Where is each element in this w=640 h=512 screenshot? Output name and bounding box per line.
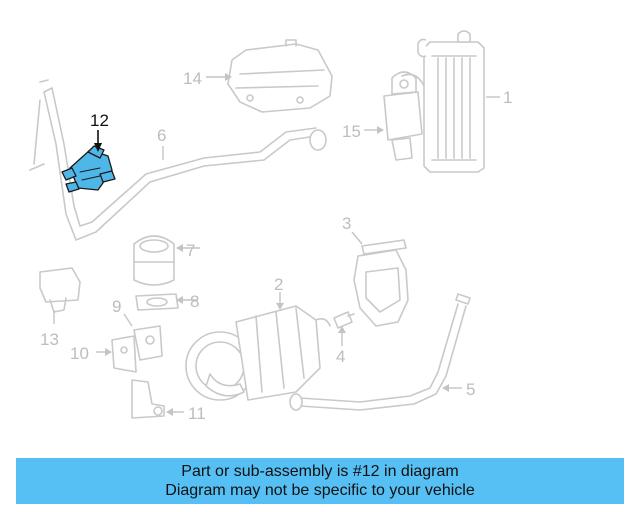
leader-9 <box>123 313 133 327</box>
part-9-bracket <box>133 325 163 361</box>
parts-diagram: 1 14 15 6 12 <box>29 30 512 423</box>
banner-line-2: Diagram may not be specific to your vehi… <box>165 482 475 499</box>
part-1-cooler <box>417 30 485 173</box>
callout-1: 1 <box>503 88 512 107</box>
part-7-flange <box>133 235 175 286</box>
callout-9: 9 <box>112 297 121 316</box>
callout-5: 5 <box>466 380 475 399</box>
callout-12: 12 <box>90 111 109 130</box>
part-5-pipe <box>289 293 471 411</box>
part-8-gasket <box>135 293 179 311</box>
part-14-cover <box>227 39 333 113</box>
part-6-hose <box>29 79 327 241</box>
part-12-highlighted[interactable] <box>61 145 116 193</box>
part-13-sensor <box>39 267 81 313</box>
part-10-bracket <box>111 335 137 373</box>
part-3-plate <box>353 239 409 327</box>
callout-3: 3 <box>342 214 351 233</box>
part-15-valve <box>383 71 425 161</box>
callout-15: 15 <box>342 122 361 141</box>
callout-14: 14 <box>183 69 202 88</box>
part-11-bracket <box>131 379 165 419</box>
callout-8: 8 <box>190 292 199 311</box>
callout-13: 13 <box>40 330 59 349</box>
callout-10: 10 <box>70 344 89 363</box>
callout-4: 4 <box>336 347 345 366</box>
callout-2: 2 <box>274 275 283 294</box>
callout-7: 7 <box>186 241 195 260</box>
banner-line-1: Part or sub-assembly is #12 in diagram <box>181 463 459 480</box>
part-4-check-valve <box>333 311 355 329</box>
callout-6: 6 <box>157 126 166 145</box>
info-banner: Part or sub-assembly is #12 in diagram D… <box>16 458 624 504</box>
callout-11: 11 <box>188 404 206 423</box>
part-2-air-pump <box>185 305 331 401</box>
leader-3 <box>351 231 363 245</box>
